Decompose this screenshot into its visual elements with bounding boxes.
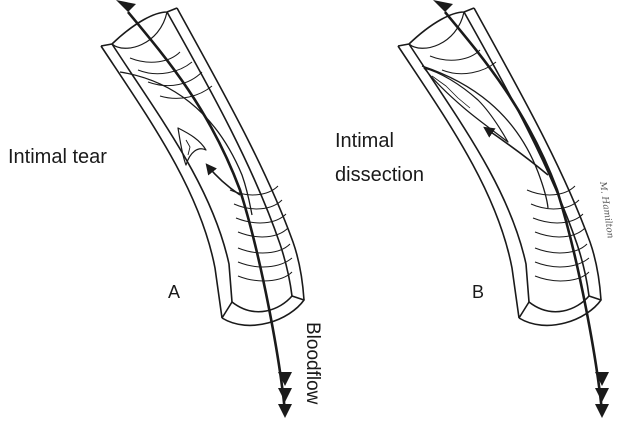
panel-letter-a: A: [168, 282, 180, 302]
panel-letter-b: B: [472, 282, 484, 302]
vessel-opening: [222, 296, 304, 325]
arrow-head-icon: [116, 0, 136, 12]
label-intimal-dissection-line1: Intimal: [335, 130, 394, 152]
vessel-ridges: [130, 52, 292, 281]
artist-signature: M. Hamilton: [597, 180, 615, 239]
bloodflow-arrow-b: [433, 0, 609, 418]
label-intimal-dissection-line2: dissection: [335, 164, 424, 186]
vessel-opening: [398, 8, 474, 46]
vessel-wall-inner: [167, 12, 292, 296]
vessel-wall-outer: [177, 8, 304, 300]
label-bloodflow: Bloodflow: [302, 322, 323, 405]
arrow-head-icon: [433, 0, 453, 12]
panel-a: [101, 8, 304, 325]
vessel-wall-inner: [464, 12, 589, 296]
vessel-ridges: [430, 50, 589, 281]
vessel-wall-outer: [101, 46, 222, 318]
intimal-flap: [120, 72, 252, 215]
bloodflow-arrow-a: [116, 0, 292, 418]
vessel-wall-outer: [474, 8, 601, 300]
label-intimal-tear: Intimal tear: [8, 146, 107, 168]
intimal-tear: [178, 128, 206, 165]
panel-b: [398, 8, 601, 325]
